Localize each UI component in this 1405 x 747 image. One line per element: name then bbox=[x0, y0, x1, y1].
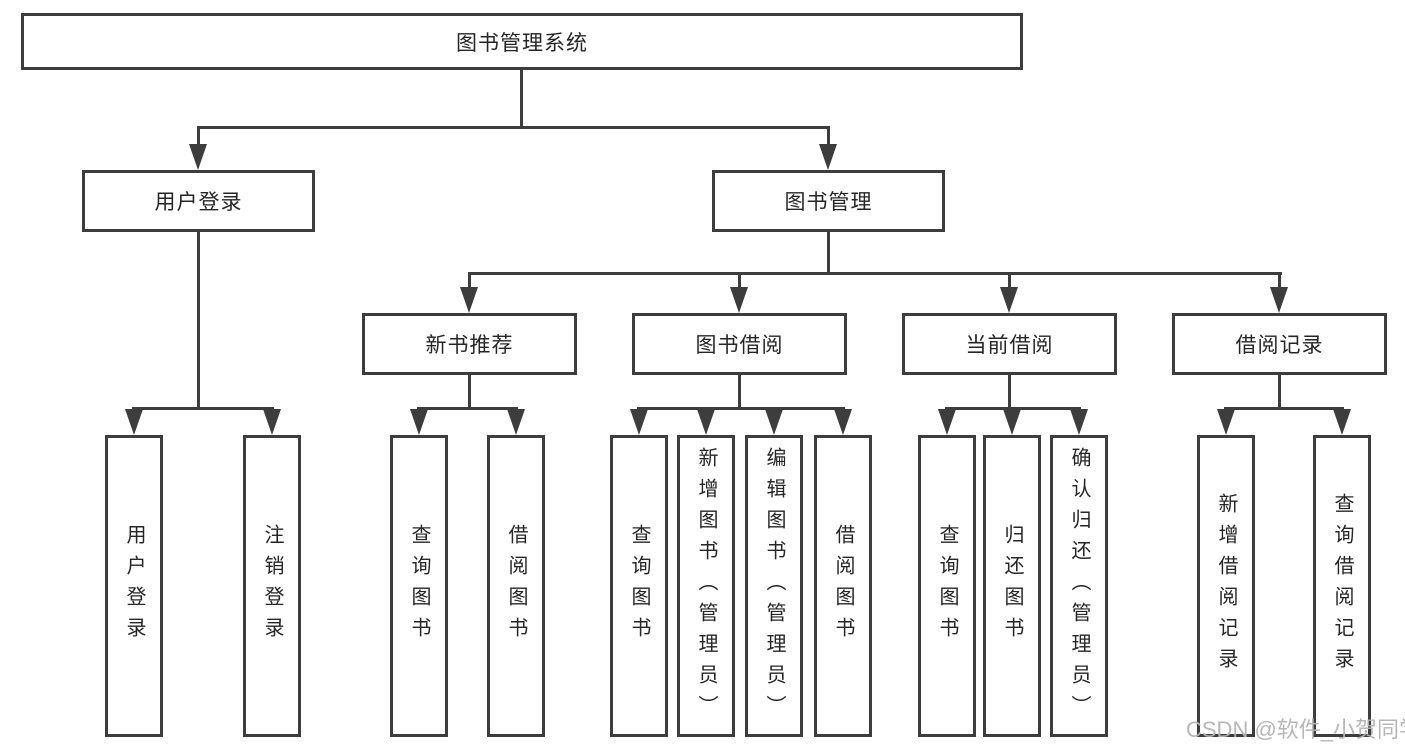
connector-borrow-shaft bbox=[738, 272, 741, 289]
connector-records-shaft bbox=[1278, 272, 1281, 289]
arrow-to-borrow bbox=[730, 287, 748, 313]
arrow-to-leaf-logout bbox=[263, 409, 281, 435]
arrow-to-records bbox=[1270, 287, 1288, 313]
connector-book-mgmt-stub bbox=[827, 230, 830, 275]
node-user-login: 用户登录 bbox=[82, 170, 315, 232]
leaf-query-books-current: 查询图书 bbox=[918, 435, 976, 737]
connector-current-group-hline bbox=[945, 407, 1081, 410]
connector-level1-hline bbox=[197, 126, 830, 129]
node-borrow-records: 借阅记录 bbox=[1172, 313, 1387, 375]
connector-records-group-hline bbox=[1224, 407, 1344, 410]
leaf-edit-books-admin: 编辑图书（管理员） bbox=[745, 435, 803, 737]
leaf-query-books-recommend: 查询图书 bbox=[390, 435, 448, 737]
node-book-borrow: 图书借阅 bbox=[632, 313, 847, 375]
leaf-add-books-admin: 新增图书（管理员） bbox=[677, 435, 735, 737]
connector-user-group-stub bbox=[197, 230, 200, 410]
watermark: CSDN @软件_小贺同学 bbox=[1186, 717, 1405, 742]
connector-borrow-group-hline bbox=[637, 407, 845, 410]
arrow-to-leaf-return-books bbox=[1003, 409, 1021, 435]
leaf-logout-login: 注销登录 bbox=[243, 435, 301, 737]
node-new-book-recommend: 新书推荐 bbox=[362, 313, 577, 375]
arrow-to-leaf-query-record bbox=[1333, 409, 1351, 435]
leaf-user-login: 用户登录 bbox=[105, 435, 163, 737]
arrow-to-leaf-edit-books bbox=[765, 409, 783, 435]
connector-user-login-shaft bbox=[197, 126, 200, 146]
arrow-to-leaf-query-borrow bbox=[630, 409, 648, 435]
arrow-to-current bbox=[1000, 287, 1018, 313]
connector-current-group-stub bbox=[1008, 373, 1011, 410]
connector-current-shaft bbox=[1008, 272, 1011, 289]
connector-root-stub bbox=[520, 68, 523, 126]
arrow-to-leaf-confirm-return bbox=[1070, 409, 1088, 435]
arrow-to-leaf-add-record bbox=[1217, 409, 1235, 435]
leaf-add-borrow-record: 新增借阅记录 bbox=[1197, 435, 1255, 737]
arrow-to-leaf-query-current bbox=[938, 409, 956, 435]
leaf-query-books-borrow: 查询图书 bbox=[610, 435, 668, 737]
arrow-to-book-mgmt bbox=[819, 144, 837, 170]
node-current-borrow: 当前借阅 bbox=[902, 313, 1117, 375]
arrow-to-leaf-add-books bbox=[697, 409, 715, 435]
connector-user-group-hline bbox=[132, 407, 274, 410]
connector-recommend-group-stub bbox=[468, 373, 471, 410]
connector-level3-hline bbox=[468, 272, 1282, 275]
arrow-to-leaf-query-recommend bbox=[410, 409, 428, 435]
connector-records-group-stub bbox=[1278, 373, 1281, 410]
node-book-mgmt: 图书管理 bbox=[712, 170, 945, 232]
connector-recommend-group-hline bbox=[417, 407, 518, 410]
arrow-to-leaf-borrow-recommend bbox=[507, 409, 525, 435]
arrow-to-user-login bbox=[189, 144, 207, 170]
arrow-to-recommend bbox=[460, 287, 478, 313]
leaf-query-borrow-record: 查询借阅记录 bbox=[1313, 435, 1371, 737]
leaf-confirm-return-admin: 确认归还（管理员） bbox=[1050, 435, 1108, 737]
arrow-to-leaf-borrow-books bbox=[834, 409, 852, 435]
leaf-borrow-books-recommend: 借阅图书 bbox=[487, 435, 545, 737]
connector-book-mgmt-shaft bbox=[827, 126, 830, 146]
arrow-to-leaf-user-login bbox=[125, 409, 143, 435]
leaf-return-books: 归还图书 bbox=[983, 435, 1041, 737]
node-root: 图书管理系统 bbox=[21, 13, 1023, 70]
connector-borrow-group-stub bbox=[738, 373, 741, 410]
connector-recommend-shaft bbox=[468, 272, 471, 289]
leaf-borrow-books: 借阅图书 bbox=[814, 435, 872, 737]
